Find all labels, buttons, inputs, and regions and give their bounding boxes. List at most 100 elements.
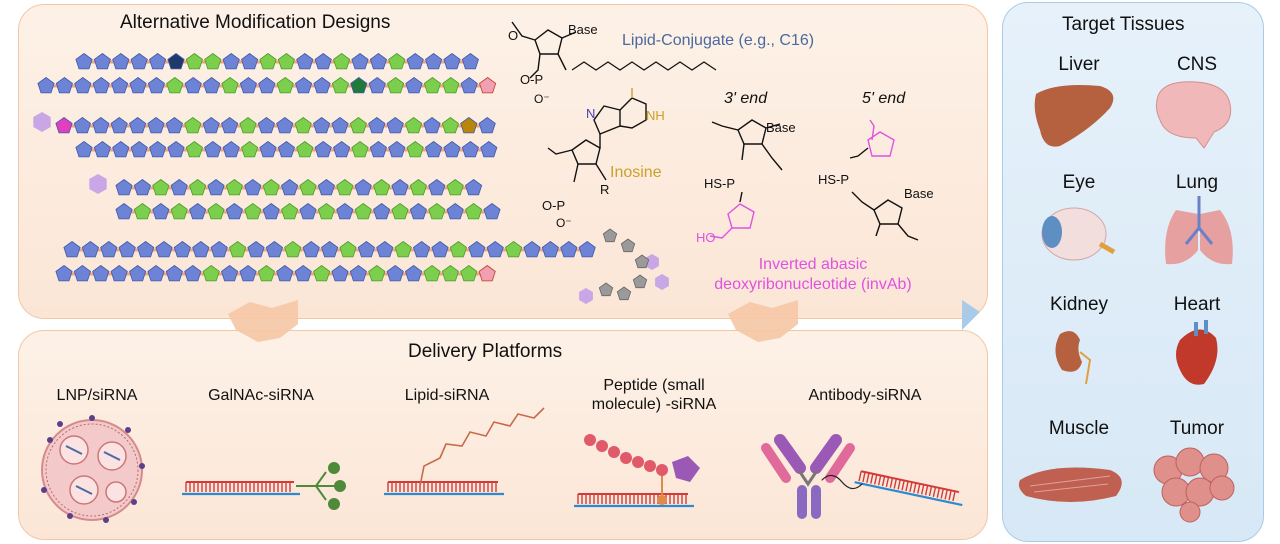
nucleotide [483,203,501,220]
nucleotide [460,265,478,282]
nucleotide [185,53,203,70]
antibody-icon [761,434,863,519]
nucleotide [468,241,486,258]
nucleotide [276,117,294,134]
galnac-ligand-icon [296,471,336,501]
nucleotide [152,203,170,220]
nucleotide [149,53,167,70]
nucleotide [394,241,412,258]
nucleotide [184,117,202,134]
nucleotide [247,241,265,258]
nucleotide [578,241,596,258]
duplex-tick [881,476,886,487]
nucleotide [167,53,185,70]
nucleotide [281,179,299,196]
invab-label-line2: deoxyribonucleotide (invAb) [714,276,912,293]
duplex-tick [944,489,948,500]
duplex-tick [862,471,866,483]
nucleotide [204,141,222,158]
nucleotide [560,241,578,258]
nucleotide [406,141,424,158]
nucleotide [461,53,479,70]
nucleotide [112,53,130,70]
nucleotide [460,117,478,134]
nh-label: NH [646,108,665,123]
nucleotide [446,179,464,196]
duplex-tick [893,478,898,489]
delivery-platforms-panel [18,330,988,540]
base-label-3: Base [766,120,796,135]
platform-peptide-label-1: Peptide (small [603,377,705,394]
kidney-icon [1055,331,1092,385]
nucleotide [299,179,317,196]
invab-hexagon [655,274,669,290]
nucleotide [221,77,239,94]
nucleotide [317,203,335,220]
nucleotide [465,179,483,196]
nucleotide [204,53,222,70]
nucleotide [446,203,464,220]
nucleotide [331,77,349,94]
nucleotide [331,265,349,282]
duplex-tick [877,475,882,486]
nucleotide [405,117,423,134]
nucleotide [317,179,335,196]
nucleotide [425,141,443,158]
nucleotide [313,77,331,94]
nucleotide [192,241,210,258]
nucleotide [413,241,431,258]
nucleotide [244,179,262,196]
nucleotide [277,141,295,158]
nucleotide [406,53,424,70]
nucleotide [112,141,130,158]
nucleotide [423,265,441,282]
nucleotide [93,141,111,158]
nucleotide [110,265,128,282]
nucleotide [405,77,423,94]
duplex-tick [870,473,874,484]
ho-label: HO [696,230,716,245]
nucleotide [75,53,93,70]
nucleotide [222,141,240,158]
invab-hexagon [33,112,51,132]
nucleotide [351,141,369,158]
nucleotide [165,265,183,282]
nucleotide [336,179,354,196]
duplex-tick [948,490,952,501]
nucleotide [354,179,372,196]
op-label-1: O-P [520,72,544,87]
nucleotide [369,141,387,158]
nucleotide [262,179,280,196]
duplex-tick [913,482,917,493]
nucleotide [221,265,239,282]
nucleotide [428,203,446,220]
nucleotide [189,179,207,196]
nucleotide [203,77,221,94]
sense-strand [860,470,960,494]
nucleotide [130,53,148,70]
nucleotide [368,265,386,282]
nucleotide [336,203,354,220]
nucleotide [479,77,497,94]
nucleotide [299,203,317,220]
loop-nucleotide [616,286,632,301]
nucleotide [425,53,443,70]
base-label-1: Base [568,22,598,37]
nucleotide [184,265,202,282]
nucleotide [388,53,406,70]
platform-peptide-label-2: molecule) -siRNA [591,396,717,413]
nucleotide [409,203,427,220]
nucleotide [74,77,92,94]
loop-nucleotide [598,282,614,297]
base-label-5: Base [904,186,934,201]
nucleotide [221,117,239,134]
nucleotide [313,265,331,282]
nucleotide [166,77,184,94]
loop-nucleotide [620,238,636,253]
loop-nucleotide [632,274,648,289]
inosine-label: Inosine [610,164,662,181]
brain-icon [1155,81,1232,149]
liver-icon [1034,85,1114,147]
nucleotide [276,77,294,94]
nucleotide [349,265,367,282]
